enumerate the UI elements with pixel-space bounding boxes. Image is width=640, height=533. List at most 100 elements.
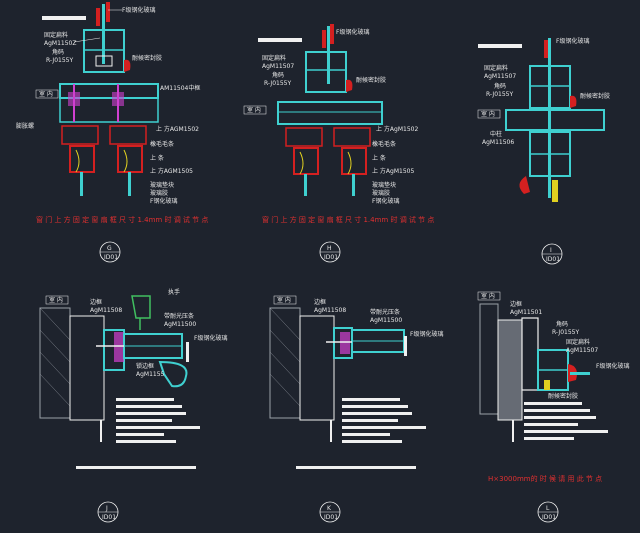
glass-pane	[327, 26, 330, 84]
label-block: 玻璃垫块	[150, 181, 174, 189]
label-bar2: R-J0155Y	[486, 91, 513, 98]
glass-pane	[570, 372, 590, 375]
bolt-head	[68, 92, 80, 106]
glass-pane	[548, 38, 551, 198]
block	[552, 180, 558, 202]
label-seal: 耐候密封胶	[580, 92, 610, 100]
label-film: F级钢化玻璃	[194, 334, 227, 342]
red-gasket	[330, 24, 334, 44]
room-tag	[35, 89, 59, 99]
label-room: 室 内	[481, 110, 495, 118]
seal-strip	[123, 149, 128, 173]
red-gasket	[322, 30, 326, 48]
label-bar1: 角码	[494, 82, 506, 90]
glass-pane	[352, 174, 355, 196]
label-mid2: AgM11506	[482, 139, 514, 146]
label-fix1: 固定扁料	[484, 64, 508, 72]
label-fix1: 固定扁料	[262, 54, 286, 62]
sash	[285, 127, 323, 147]
label-block: 玻璃垫块	[372, 181, 396, 189]
label-sealant: 玻璃胶	[150, 189, 168, 197]
label-side2: AgM11508	[90, 307, 122, 314]
marker-letter: L	[546, 505, 550, 512]
spec-bar	[76, 466, 196, 469]
caption-l: H×3000mm的 时 候 请 用 此 节 点	[488, 474, 602, 483]
label-up2: 上 条	[150, 154, 164, 162]
label-bar1: 角码	[556, 320, 568, 328]
bolt-head	[112, 92, 124, 106]
label-seal: 耐候密封胶	[548, 392, 578, 400]
marker-letter: J	[105, 505, 108, 512]
label-film: F级钢化玻璃	[122, 6, 155, 14]
label-glass: F钢化玻璃	[372, 197, 399, 205]
spec-bar	[116, 426, 200, 429]
label-side1: 边框	[90, 298, 102, 306]
label-film: F级钢化玻璃	[556, 37, 589, 45]
spec-bar	[116, 433, 164, 436]
sash-frame	[341, 147, 367, 175]
label-rubber: 橡毛毛条	[150, 140, 174, 148]
label-film: F级钢化玻璃	[410, 330, 443, 338]
label-fix1: 固定扁料	[566, 338, 590, 346]
glass-pane	[102, 4, 105, 64]
bracket	[95, 55, 113, 67]
seal	[124, 59, 131, 72]
label-bar2: R-J0155Y	[46, 57, 73, 64]
label-room: 室 内	[49, 296, 63, 304]
label-film: F级钢化玻璃	[596, 362, 629, 370]
seal-strip	[75, 149, 80, 173]
label-room: 室 内	[481, 292, 495, 300]
sash-frame	[293, 147, 319, 175]
marker-sub: ID01	[102, 514, 116, 521]
label-side2: AgM11508	[314, 307, 346, 314]
seal	[346, 79, 353, 92]
label-rubber: 橡毛毛条	[372, 140, 396, 148]
label-frame2: AgM1155	[136, 371, 165, 378]
caption-h: 窗 门 上 方 固 定 窗 扇 框 尺 寸 1.4mm 时 调 试 节 点	[262, 215, 434, 224]
wall-line	[42, 16, 86, 20]
frame-profile	[83, 29, 125, 73]
handle-shape	[131, 295, 151, 319]
detail-j: 室 内 边框 AgM11508 执手 带耐光压条 AgM11500 F级钢化玻璃…	[39, 288, 227, 523]
label-mid: AM11504中框	[160, 84, 200, 92]
label-up: 上 方AGM1502	[156, 125, 199, 133]
mid-frame-lower	[59, 97, 159, 123]
marker-letter: H	[327, 245, 332, 252]
marker-sub: ID01	[324, 254, 338, 261]
label-seal: 耐候密封胶	[356, 76, 386, 84]
marker-letter: I	[550, 247, 552, 254]
spec-bar	[116, 419, 172, 422]
spec-bar	[116, 440, 176, 443]
detail-h: F级钢化玻璃 固定扁料 AgM11507 角码 R-J0155Y 耐候密封胶 室…	[243, 24, 434, 263]
sash-profile	[158, 360, 188, 388]
gasket	[114, 332, 124, 362]
marker-sub: ID01	[546, 256, 560, 263]
sash	[61, 125, 99, 145]
mid-frame	[277, 101, 383, 125]
label-sealant: 玻璃胶	[372, 189, 390, 197]
label-room: 室 内	[39, 90, 53, 98]
label-mid1: 中柱	[490, 130, 502, 138]
label-glass: F钢化玻璃	[150, 197, 177, 205]
marker-sub: ID01	[324, 514, 338, 521]
label-up2: 上 条	[372, 154, 386, 162]
label-side1: 边框	[314, 298, 326, 306]
marker-letter: G	[107, 245, 112, 252]
label-down: 上 方AgM1505	[372, 167, 414, 175]
marker-sub: ID01	[104, 254, 118, 261]
label-frame1: 锁边框	[136, 362, 154, 370]
marker-sub: ID01	[542, 514, 556, 521]
label-fix2: AgM1150Z	[44, 40, 76, 47]
wall	[269, 307, 301, 419]
label-seal: 耐候密封胶	[132, 54, 162, 62]
caption-g: 窗 门 上 方 固 定 窗 扇 框 尺 寸 1.4mm 时 调 试 节 点	[36, 215, 208, 224]
detail-i: F级钢化玻璃 固定扁料 AgM11507 角码 R-J0155Y 耐候密封胶 室…	[477, 37, 610, 265]
label-bar2: R-J0155Y	[552, 329, 579, 336]
detail-k: 室 内 边框 AgM11508 带耐光压条 AgM11500 F级钢化玻璃 K …	[269, 295, 443, 523]
label-room: 室 内	[247, 106, 261, 114]
mid-frame	[505, 109, 605, 131]
sash-frame	[117, 145, 143, 173]
spec-bar	[116, 405, 182, 408]
label-side1: 边框	[510, 300, 522, 308]
